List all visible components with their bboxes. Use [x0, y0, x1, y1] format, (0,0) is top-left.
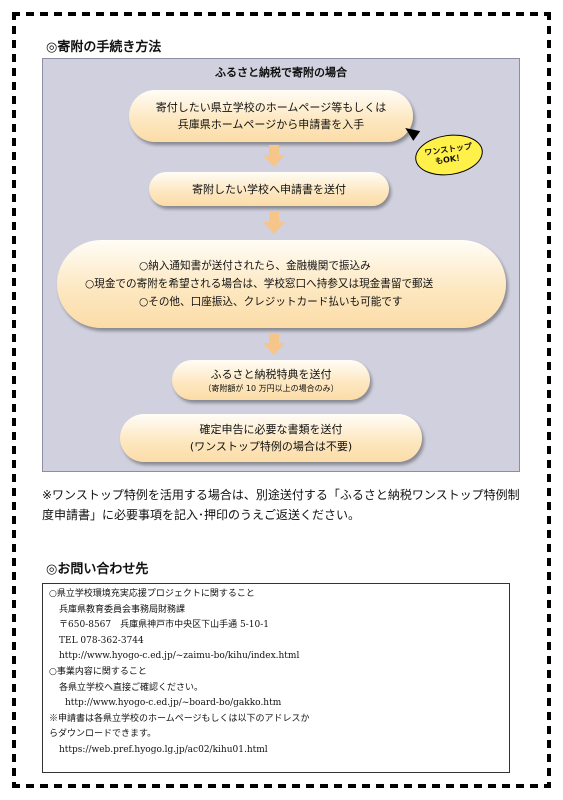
step-4: ふるさと納税特典を送付 （寄附額が 10 万円以上の場合のみ） [172, 360, 370, 400]
step-2: 寄附したい学校へ申請書を送付 [149, 172, 389, 206]
down-arrow-icon [263, 333, 285, 355]
page-border-left [12, 12, 16, 788]
contact-line: 各県立学校へ直接ご確認ください。 [59, 682, 204, 693]
page-border-right [547, 12, 551, 788]
contact-line: ○事業内容に関すること [49, 666, 147, 677]
page-border-bottom [12, 784, 551, 788]
contact-link[interactable]: https://web.pref.hyogo.lg.jp/ac02/kihu01… [59, 744, 268, 755]
contact-line: 兵庫県教育委員会事務局財務課 [59, 604, 186, 615]
step-3-line-1: ○納入通知書が送付されたら、金融機関で振込み [139, 260, 371, 272]
down-arrow-icon [263, 145, 285, 167]
contact-line: ○県立学校環境充実応援プロジェクトに関すること [49, 589, 255, 599]
step-3-line-2: ○現金での寄附を希望される場合は、学校窓口へ持参又は現金書留で郵送 [85, 278, 434, 290]
contact-line: TEL 078-362-3744 [59, 635, 144, 646]
page-border-top [12, 12, 551, 16]
step-5: 確定申告に必要な書類を送付 (ワンストップ特例の場合は不要) [120, 414, 422, 462]
step-3: ○納入通知書が送付されたら、金融機関で振込み ○現金での寄附を希望される場合は、… [57, 240, 506, 328]
step-4-sub: （寄附額が 10 万円以上の場合のみ） [203, 383, 339, 393]
contact-line: 〒650-8567 兵庫県神戸市中央区下山手通 5-10-1 [59, 620, 269, 631]
contact-link[interactable]: http://www.hyogo-c.ed.jp/~board-bo/gakko… [65, 698, 282, 709]
step-4-line-1: ふるさと納税特典を送付 [210, 367, 332, 381]
panel-title: ふるさと納税で寄附の場合 [215, 66, 347, 79]
step-5-line-1: 確定申告に必要な書類を送付 [199, 423, 343, 436]
step-1: 寄付したい県立学校のホームページ等もしくは 兵庫県ホームページから申請書を入手 [129, 90, 413, 142]
step-1-line-2: 兵庫県ホームページから申請書を入手 [177, 118, 365, 131]
contact-heading: ◎お問い合わせ先 [46, 562, 149, 577]
step-2-line-1: 寄附したい学校へ申請書を送付 [192, 182, 346, 196]
one-stop-note: ※ワンストップ特例を活用する場合は、別途送付する「ふるさと納税ワンストップ特例制… [42, 488, 520, 522]
down-arrow-icon [263, 212, 285, 234]
contact-link[interactable]: http://www.hyogo-c.ed.jp/~zaimu-bo/kihu/… [59, 651, 300, 662]
contact-box: ○県立学校環境充実応援プロジェクトに関すること 兵庫県教育委員会事務局財務課 〒… [42, 583, 510, 773]
step-5-line-2: (ワンストップ特例の場合は不要) [189, 440, 353, 453]
step-3-line-3: ○その他、口座振込、クレジットカード払いも可能です [139, 296, 403, 308]
contact-line: らダウンロードできます。 [49, 729, 157, 740]
procedure-heading: ◎寄附の手続き方法 [46, 40, 162, 55]
contact-line: ※申請書は各県立学校のホームページもしくは以下のアドレスか [49, 713, 310, 724]
step-1-line-1: 寄付したい県立学校のホームページ等もしくは [155, 101, 387, 114]
